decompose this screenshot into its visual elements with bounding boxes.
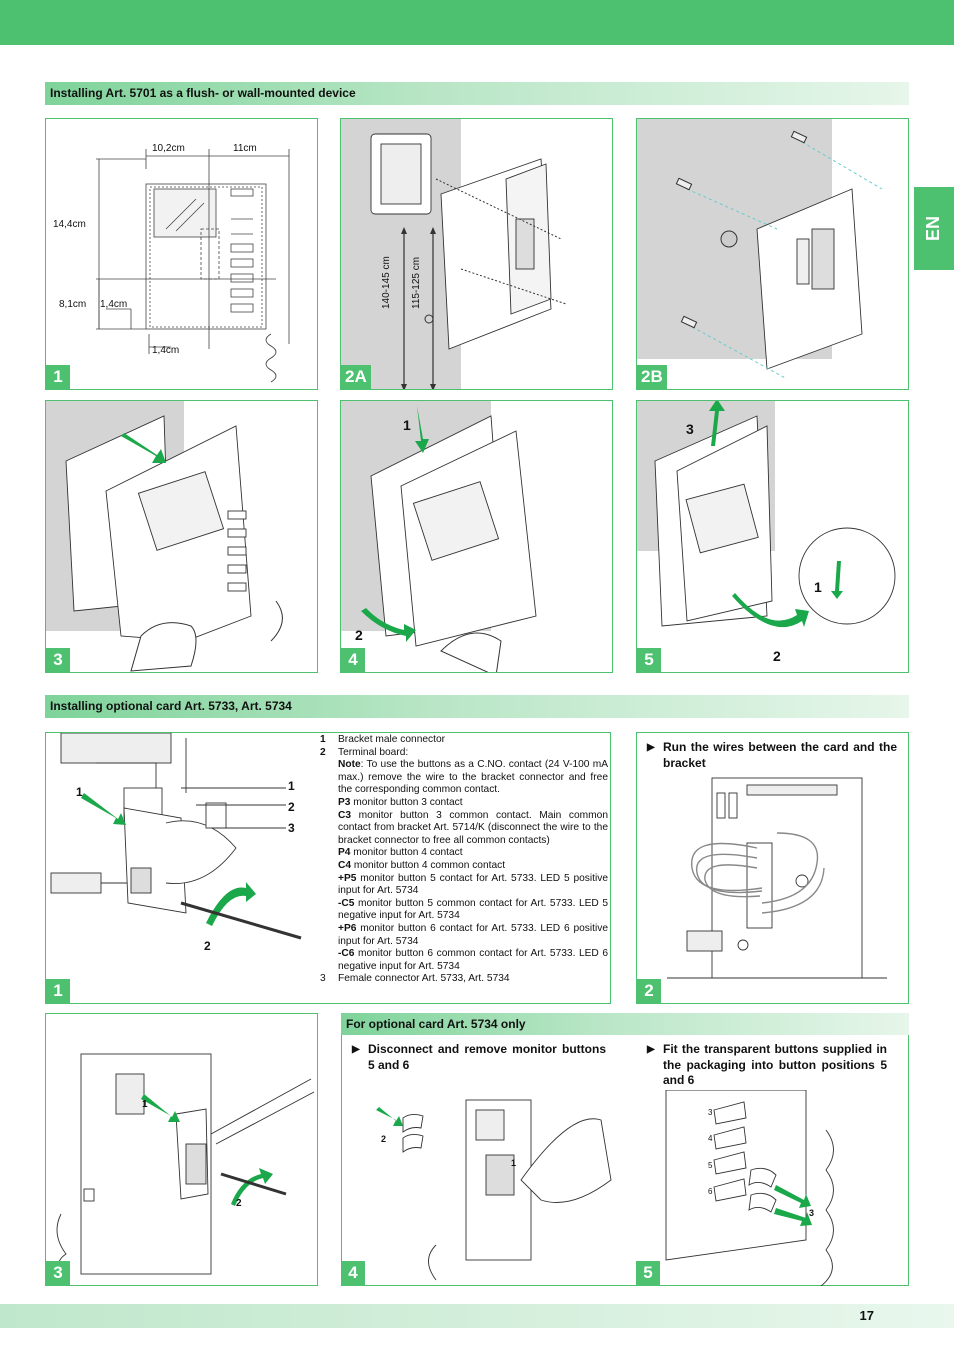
figure-number: 2A [341,365,371,389]
legend-key-1: 1 [320,734,326,745]
legend-key-3: 3 [320,973,326,985]
arrow-2-label: 2 [204,939,211,953]
figure-number: 3 [46,648,70,672]
step-3-label: 3 [686,421,694,437]
dim-small-2: 1,4cm [152,345,180,356]
arrow-1-label: 1 [76,785,83,799]
bullet-triangle-icon: ▶ [647,1044,655,1055]
legend-c3: C3 monitor button 3 common contact. Main… [338,809,608,846]
figure-5-release: 3 1 2 5 [636,400,909,673]
legend-c4: C4 monitor button 4 common contact [338,859,506,871]
step-1-label: 1 [142,1099,148,1110]
fit-buttons-drawing [665,1090,834,1286]
dim-height-2: 8,1cm [59,299,87,310]
release-drawing [637,401,896,628]
figure-number: 5 [637,648,661,672]
figure-4-press-down: 1 2 4 [340,400,613,673]
bullet-triangle-icon: ▶ [647,742,655,753]
figure-number: 4 [341,1261,365,1285]
disconnect-drawing [376,1099,612,1281]
figure-number: 4 [341,648,365,672]
device-dimension-drawing [96,149,290,383]
dim-height-1: 14,4cm [53,219,86,230]
legend-note: Note: To use the buttons as a C.NO. cont… [338,759,608,796]
figure-1-dimensions: 10,2cm 11cm 14,4cm 8,1cm 1,4cm 1,4cm 1 [45,118,318,390]
step-2-label: 2 [236,1198,242,1209]
step-3-label: 3 [809,1208,815,1218]
bottom-green-bar [0,1304,954,1328]
figure-card-2-wires: ▶Run the wires between the card and the … [636,732,909,1004]
legend-p6: +P6 monitor button 6 contact for Art. 57… [338,922,608,947]
legend-c5: -C5 monitor button 5 common contact for … [338,897,608,922]
wiring-drawing [667,777,887,979]
language-tab-label: EN [923,215,944,242]
legend-p3: P3 monitor button 3 contact [338,796,463,808]
callout-1: 1 [288,779,295,793]
section-title-flush-mount: Installing Art. 5701 as a flush- or wall… [45,82,909,105]
instruction-fit-buttons: ▶Fit the transparent buttons supplied in… [647,1042,887,1087]
figure-card-3-mount: 1 2 3 [45,1013,318,1286]
mount-height-1: 140-145 cm [381,256,392,309]
step-2-label: 2 [773,648,781,664]
callout-2: 2 [288,800,295,814]
figure-number: 2B [637,365,667,389]
button-position-4: 4 [708,1134,713,1143]
instruction-run-wires: ▶Run the wires between the card and the … [647,740,897,770]
legend-key-2: 2 [320,746,326,758]
legend-text-3: Female connector Art. 5733, Art. 5734 [338,973,510,985]
figure-number: 1 [46,365,70,389]
figure-number: 1 [46,979,70,1003]
legend-p5: +P5 monitor button 5 contact for Art. 57… [338,872,608,897]
figure-2b-wall-mount: 2B [636,118,909,390]
hook-device-drawing [46,401,283,672]
section-title-optional-card: Installing optional card Art. 5733, Art.… [45,695,909,718]
page-number: 17 [859,1308,874,1323]
figure-card-5-fit: 3 4 5 6 3 5 [636,1090,908,1286]
section-title-card-5734: For optional card Art. 5734 only [341,1013,909,1035]
button-position-3: 3 [708,1108,713,1117]
top-green-bar [0,0,954,45]
press-down-drawing [341,401,537,672]
step-2-label: 2 [381,1134,387,1144]
figure-card-1-legend: 1 2 3 1 2 1 [45,732,611,1004]
button-position-6: 6 [708,1187,713,1196]
figure-number: 2 [637,979,661,1003]
card-insertion-drawing [50,733,302,940]
figure-card-4-5-frame [341,1013,909,1286]
step-1-label: 1 [814,579,822,595]
legend-text-2: Terminal board: [338,746,409,758]
legend-c6: -C6 monitor button 6 common contact for … [338,948,608,972]
mount-height-2: 115-125 cm [411,256,422,309]
card-mount-drawing [56,1053,315,1280]
flush-box-drawing [341,119,567,389]
figure-2a-flush-box: 140-145 cm 115-125 cm 2A [340,118,613,390]
figure-card-4-disconnect: 2 1 4 [341,1090,621,1286]
step-1-label: 1 [403,417,411,433]
instruction-disconnect-buttons: ▶Disconnect and remove monitor buttons 5… [352,1042,606,1072]
dim-width-1: 10,2cm [152,143,185,154]
language-tab: EN [914,187,954,270]
bullet-triangle-icon: ▶ [352,1044,360,1055]
step-2-label: 2 [355,627,363,643]
step-1-label: 1 [511,1158,517,1168]
dim-width-2: 11cm [233,143,257,154]
wall-mount-drawing [637,119,883,380]
dim-small-1: 1,4cm [100,299,128,310]
legend-text-1: Bracket male connector [338,734,446,745]
terminal-legend: 1 Bracket male connector 2 Terminal board:… [320,734,608,986]
legend-p4: P4 monitor button 4 contact [338,847,463,859]
figure-number: 5 [636,1261,660,1285]
callout-3: 3 [288,821,295,835]
figure-3-hook-device: 3 [45,400,318,673]
figure-number: 3 [46,1261,70,1285]
button-position-5: 5 [708,1161,713,1170]
